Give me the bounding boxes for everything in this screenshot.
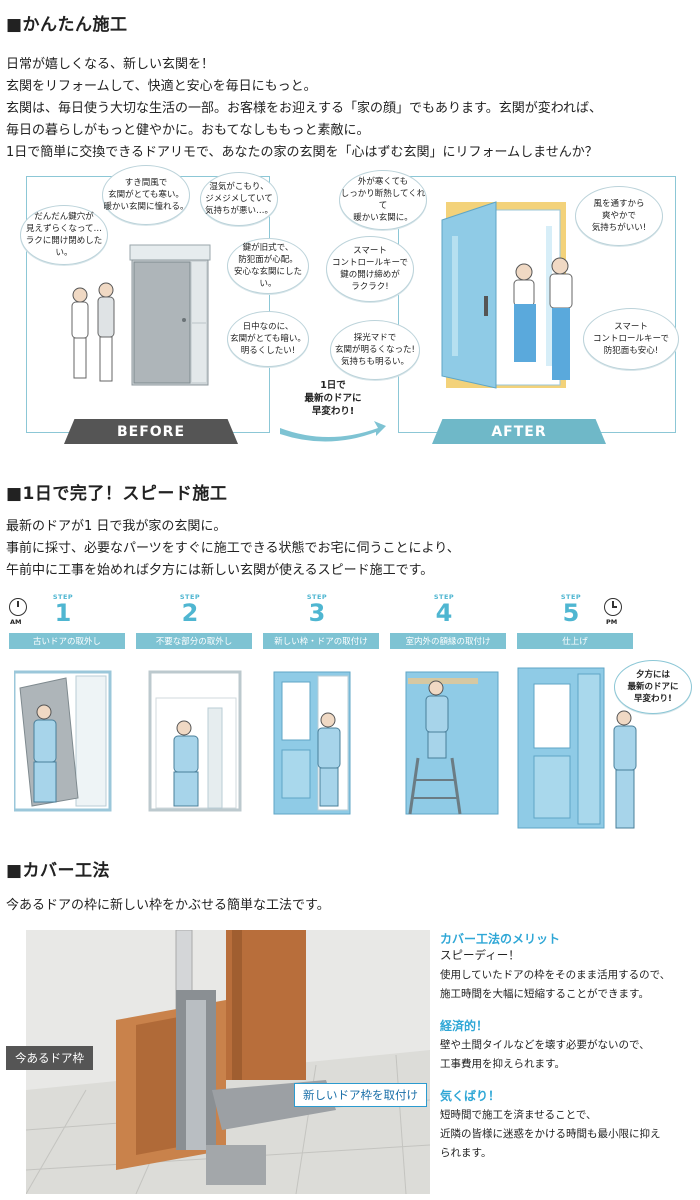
intro-line: 1日で簡単に交換できるドアリモで、あなたの家の玄関を「心はずむ玄関」にリフォーム… (6, 145, 598, 160)
section-heading-cover: ■カバー工法 (6, 861, 111, 881)
merit-text: 短時間で施工を済ませることで、 (440, 1109, 597, 1121)
merit-text: 工事費用を抑えられます。 (440, 1058, 565, 1070)
after-bubble: 風を通すから爽やかで気持ちがいい! (575, 186, 663, 246)
step-label: 仕上げ (517, 633, 633, 649)
intro-line: 玄関は、毎日使う大切な生活の一部。お客様をお迎えする「家の顔」でもあります。玄関… (6, 101, 603, 116)
step5-illustration (517, 667, 637, 829)
merit-text: られます。 (440, 1147, 492, 1159)
speed-line: 午前中に工事を始めれば夕方には新しい玄関が使えるスピード施工です。 (6, 563, 434, 578)
merit-heading: カバー工法のメリット (440, 932, 561, 946)
before-label: BEFORE (64, 419, 238, 444)
after-bubble: 外が寒くてもしっかり断熱してくれて暖かい玄関に。 (339, 170, 427, 230)
intro-line: 日常が嬉しくなる、新しい玄関を！ (6, 57, 215, 72)
merit-text: 施工時間を大幅に短縮することができます。 (440, 988, 649, 1000)
step-label: 不要な部分の取外し (136, 633, 252, 649)
step-label: 古いドアの取外し (9, 633, 125, 649)
merit-title: 経済的！ (440, 1019, 489, 1033)
speed-line: 事前に採寸、必要なパーツをすぐに施工できる状態でお宅に伺うことにより、 (6, 541, 460, 556)
callout-new-frame: 新しいドア枠を取付け (294, 1083, 427, 1107)
step3-illustration (273, 671, 351, 815)
after-bubble: 採光マドで玄関が明るくなった!気持ちも明るい。 (330, 320, 420, 380)
clock-pm-icon (604, 598, 622, 616)
merit-title: 気くばり！ (440, 1089, 501, 1103)
after-illustration (441, 201, 573, 389)
clock-am-icon (9, 598, 27, 616)
after-bubble: スマートコントロールキーで鍵の開け締めがラクラク! (326, 236, 414, 302)
before-illustration (71, 244, 211, 386)
step2-illustration (148, 670, 242, 812)
section-heading-easy: ■かんたん施工 (6, 15, 128, 35)
merit-text: 近隣の皆様に迷惑をかける時間も最小限に抑え (440, 1128, 661, 1140)
after-label: AFTER (432, 419, 606, 444)
step1-illustration (14, 670, 112, 812)
speed-line: 最新のドアが1 日で我が家の玄関に。 (6, 519, 227, 534)
after-bubble: スマートコントロールキーで防犯面も安心! (583, 308, 679, 370)
pm-label: PM (606, 618, 618, 626)
step-label: 室内外の額縁の取付け (390, 633, 506, 649)
cover-lead: 今あるドアの枠に新しい枠をかぶせる簡単な工法です。 (6, 898, 330, 913)
step4-illustration (405, 671, 499, 815)
transition-caption: 1日で 最新のドアに 早変わり! (304, 380, 362, 417)
intro-line: 玄関をリフォームして、快適と安心を毎日にもっと。 (6, 79, 317, 94)
intro-line: 毎日の暮らしがもっと健やかに。おもてなしももっと素敵に。 (6, 123, 370, 138)
before-bubble: 鍵が旧式で、防犯面が心配。安心な玄関にしたい。 (227, 238, 309, 294)
merit-text: 使用していたドアの枠をそのまま活用するので、 (440, 969, 671, 981)
final-step-bubble: 夕方には最新のドアに早変わり! (614, 660, 692, 714)
callout-existing-frame: 今あるドア枠 (6, 1046, 93, 1070)
before-bubble: 湿気がこもり、ジメジメしていて気持ちが悪い…。 (200, 172, 278, 226)
before-bubble: 日中なのに、玄関がとても暗い。明るくしたい! (227, 311, 309, 367)
am-label: AM (10, 618, 22, 626)
transition-arrow (280, 421, 386, 442)
step-label: 新しい枠・ドアの取付け (263, 633, 379, 649)
before-bubble: すき間風で玄関がとても寒い。暖かい玄関に憧れる。 (102, 165, 190, 225)
section-heading-speed: ■1日で完了！スピード施工 (6, 484, 228, 504)
before-bubble: だんだん鍵穴が見えずらくなって…ラクに開け閉めしたい。 (20, 205, 108, 265)
merit-title: スピーディー！ (440, 948, 520, 962)
merit-text: 壁や土間タイルなどを壊す必要がないので、 (440, 1039, 650, 1051)
